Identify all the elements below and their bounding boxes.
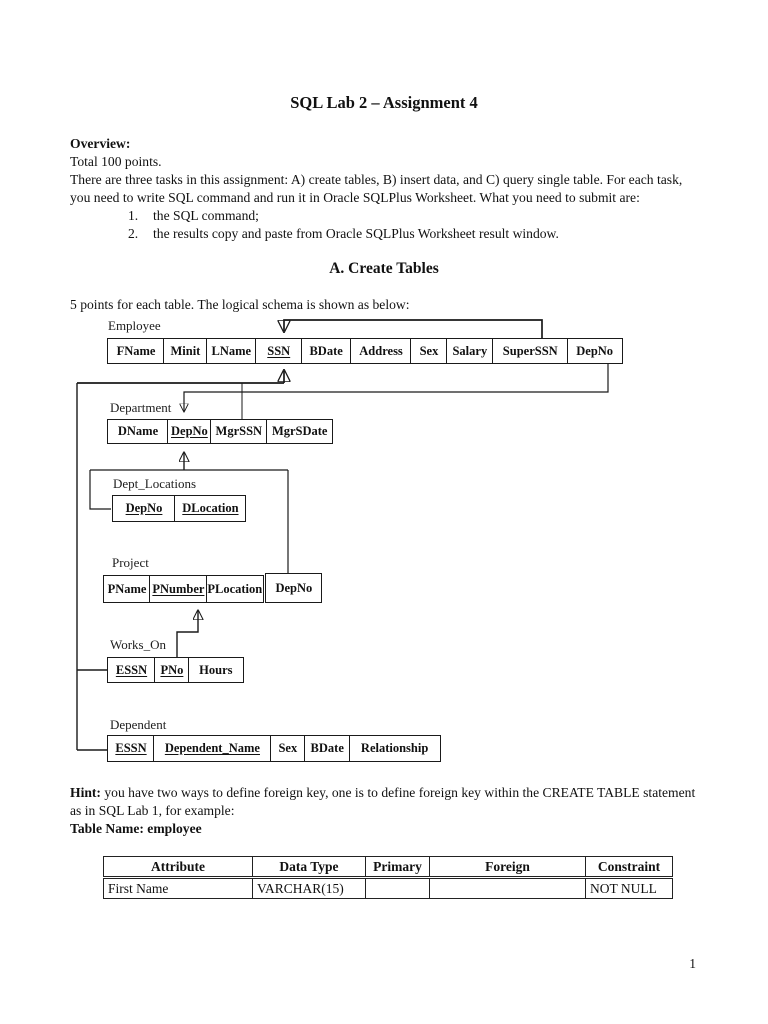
list-item-number: 1. <box>128 208 139 223</box>
attribute-cell: DepNo <box>566 338 623 364</box>
attribute-cell-primary-key: PNumber <box>149 575 208 603</box>
connector-deptloc-left <box>89 470 111 510</box>
connector-superssn-to-ssn <box>284 319 543 338</box>
attribute-cell: DName <box>107 419 169 444</box>
attribute-cell: LName <box>205 338 257 364</box>
table-row-project: PName PNumber PLocation <box>103 575 264 603</box>
overview-paragraph: There are three tasks in this assignment… <box>70 172 683 205</box>
table-name-label: Table Name: employee <box>70 821 202 836</box>
column-header-attribute: Attribute <box>103 856 253 879</box>
table-label-dept-locations: Dept_Locations <box>113 476 197 491</box>
attribute-cell: PName <box>103 575 151 603</box>
attribute-cell-primary-key: PNo <box>154 657 190 683</box>
attribute-cell: Sex <box>410 338 448 364</box>
attribute-cell: PLocation <box>205 575 264 603</box>
attribute-cell: Salary <box>445 338 494 364</box>
column-header-data-type: Data Type <box>252 856 366 879</box>
column-header-constraint: Constraint <box>585 856 673 879</box>
column-header-foreign: Foreign <box>429 856 586 879</box>
example-table: Attribute Data Type Primary Foreign Cons… <box>103 856 673 899</box>
table-row-dept-locations: DepNo DLocation <box>112 495 247 522</box>
list-item: 1. the SQL command; <box>70 207 698 225</box>
schema-intro: 5 points for each table. The logical sch… <box>70 297 410 312</box>
column-header-primary: Primary <box>365 856 430 879</box>
table-label-employee: Employee <box>108 318 161 333</box>
list-item-text: the SQL command; <box>153 208 259 223</box>
attribute-cell-primary-key: Dependent_Name <box>153 735 272 762</box>
connector-lines <box>76 319 609 751</box>
attribute-cell-primary-key: DLocation <box>174 495 247 522</box>
attribute-cell: FName <box>107 338 165 364</box>
page-number: 1 <box>689 956 696 971</box>
attribute-cell-primary-key: ESSN <box>107 657 156 683</box>
attribute-cell: BDate <box>304 735 351 762</box>
table-cell-attribute: First Name <box>103 877 253 899</box>
attribute-cell: MgrSDate <box>266 419 334 444</box>
list-item-text: the results copy and paste from Oracle S… <box>153 226 559 241</box>
connector-pno-to-pnumber <box>176 611 198 657</box>
hint-section: Hint: you have two ways to define foreig… <box>70 784 698 838</box>
list-item-number: 2. <box>128 226 139 241</box>
overview-section: Overview: Total 100 points. There are th… <box>70 135 698 243</box>
attribute-cell: Minit <box>163 338 208 364</box>
page-title: SQL Lab 2 – Assignment 4 <box>290 93 478 112</box>
er-diagram: Employee FName Minit LName SSN BDate Add… <box>0 312 768 772</box>
table-cell-primary <box>365 877 430 899</box>
section-a-heading: A. Create Tables <box>329 260 439 277</box>
table-label-department: Department <box>110 400 172 415</box>
attribute-cell: Address <box>350 338 413 364</box>
table-row-works-on: ESSN PNo Hours <box>107 657 244 683</box>
list-item: 2. the results copy and paste from Oracl… <box>70 225 698 243</box>
table-label-project: Project <box>112 555 149 570</box>
attribute-cell-primary-key: DepNo <box>167 419 212 444</box>
table-cell-foreign <box>429 877 586 899</box>
attribute-cell: Sex <box>269 735 306 762</box>
hint-label: Hint: <box>70 785 101 800</box>
attribute-cell-primary-key: DepNo <box>112 495 176 522</box>
hint-paragraph: Hint: you have two ways to define foreig… <box>70 784 698 820</box>
attribute-cell-primary-key: SSN <box>255 338 303 364</box>
table-row-employee: FName Minit LName SSN BDate Address Sex … <box>107 338 623 364</box>
attribute-cell: MgrSSN <box>209 419 268 444</box>
overview-heading: Overview: <box>70 136 131 151</box>
example-table-header-row: Attribute Data Type Primary Foreign Cons… <box>103 856 673 879</box>
overview-total: Total 100 points. <box>70 154 162 169</box>
hint-text: you have two ways to define foreign key,… <box>70 785 696 818</box>
attribute-cell: BDate <box>300 338 352 364</box>
attribute-cell: Hours <box>187 657 244 683</box>
connector-empdepno-to-department <box>184 364 609 411</box>
example-table-row: First Name VARCHAR(15) NOT NULL <box>103 877 673 899</box>
page-content: SQL Lab 2 – Assignment 4 Overview: Total… <box>0 93 768 899</box>
table-row-department: DName DepNo MgrSSN MgrSDate <box>107 419 334 444</box>
table-label-dependent: Dependent <box>110 717 167 732</box>
attribute-cell: Relationship <box>348 735 441 762</box>
attribute-cell: DepNo <box>265 573 323 603</box>
table-cell-data-type: VARCHAR(15) <box>252 877 366 899</box>
table-row-dependent: ESSN Dependent_Name Sex BDate Relationsh… <box>107 735 441 762</box>
table-cell-constraint: NOT NULL <box>585 877 673 899</box>
attribute-cell-primary-key: ESSN <box>107 735 155 762</box>
table-label-works-on: Works_On <box>110 637 167 652</box>
attribute-cell: SuperSSN <box>492 338 569 364</box>
